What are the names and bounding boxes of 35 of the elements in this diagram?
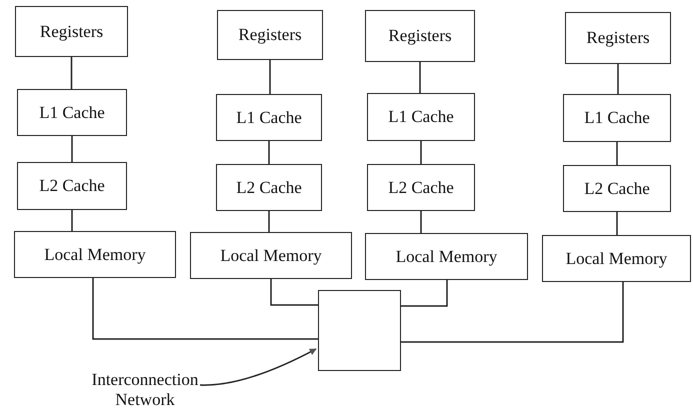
memory-level-box: Local Memory [542,235,691,282]
memory-level-box: Local Memory [14,231,176,278]
connector-line [71,210,73,231]
connector-line [401,282,624,343]
connector-line [616,142,618,165]
connector-line [270,279,318,306]
memory-level-box: Registers [217,10,323,60]
memory-level-box: L2 Cache [367,164,475,211]
memory-level-box: L1 Cache [216,94,322,141]
connector-line [71,136,73,162]
memory-level-box: L1 Cache [563,94,671,142]
connector-line [420,211,422,233]
memory-level-box: Local Memory [365,233,528,280]
connector-line [401,280,448,307]
memory-level-box: L1 Cache [367,93,475,141]
callout-label: Interconnection Network [90,370,200,409]
connector-line [616,212,618,235]
connector-line [268,211,270,232]
connector-line [70,57,72,89]
memory-level-box: Registers [15,6,128,57]
connector-line [617,64,619,94]
memory-level-box: Registers [565,12,671,64]
connector-line [92,278,318,340]
connector-line [419,62,421,93]
memory-level-box: Registers [365,10,475,62]
memory-level-box: L2 Cache [563,165,671,212]
memory-level-box: L2 Cache [17,162,127,210]
connector-line [268,141,270,164]
memory-level-box: Local Memory [190,232,352,279]
leader-arrow [200,348,317,386]
connector-line [269,60,271,94]
network-box [318,290,401,371]
memory-level-box: L1 Cache [17,89,127,136]
connector-line [420,141,422,164]
memory-level-box: L2 Cache [216,164,322,211]
